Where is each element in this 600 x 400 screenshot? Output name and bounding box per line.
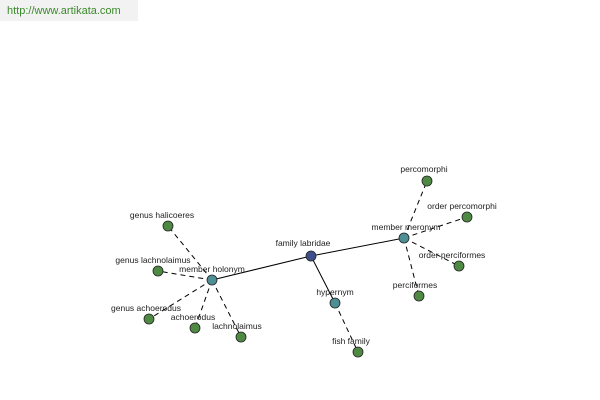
edge-holonym-lachnolaimus xyxy=(211,279,242,338)
label-member-meronym: member meronym xyxy=(372,222,441,232)
node-member-holonym[interactable] xyxy=(206,274,218,286)
label-genus-lachnolaimus: genus lachnolaimus xyxy=(115,255,190,265)
node-hypernym[interactable] xyxy=(329,297,341,309)
label-genus-achoerodus: genus achoerodus xyxy=(111,303,181,313)
label-percomorphi: percomorphi xyxy=(400,164,447,174)
edge-center-hypernym xyxy=(310,255,336,304)
label-member-holonym: member holonym xyxy=(179,264,245,274)
edge-center-holonym xyxy=(211,255,312,281)
node-member-meronym[interactable] xyxy=(398,232,410,244)
edge-holonym-lachnolaimus-genus xyxy=(157,270,213,281)
node-genus-achoerodus[interactable] xyxy=(143,313,155,325)
label-genus-halicoeres: genus halicoeres xyxy=(130,210,194,220)
node-genus-halicoeres[interactable] xyxy=(162,220,174,232)
url-link[interactable]: http://www.artikata.com xyxy=(7,5,121,17)
node-order-perciformes[interactable] xyxy=(453,260,465,272)
labels: family labridae member holonym member me… xyxy=(111,164,497,346)
label-lachnolaimus: lachnolaimus xyxy=(212,321,262,331)
edges xyxy=(148,180,468,353)
edge-hypernym-fish-family xyxy=(334,302,359,353)
node-achoerodus[interactable] xyxy=(189,322,201,334)
label-achoerodus: achoerodus xyxy=(171,312,215,322)
edge-meronym-percomorphi xyxy=(403,180,428,239)
node-order-percomorphi[interactable] xyxy=(461,211,473,223)
node-perciformes[interactable] xyxy=(413,290,425,302)
edge-meronym-order-perciformes xyxy=(403,237,460,267)
label-family-labridae: family labridae xyxy=(276,238,331,248)
edge-meronym-perciformes xyxy=(403,237,420,297)
label-order-percomorphi: order percomorphi xyxy=(427,201,497,211)
label-hypernym: hypernym xyxy=(316,287,353,297)
node-fish-family[interactable] xyxy=(352,346,364,358)
label-fish-family: fish family xyxy=(332,336,371,346)
edge-center-meronym xyxy=(310,237,405,257)
nodes xyxy=(143,175,473,358)
label-perciformes: perciformes xyxy=(393,280,437,290)
node-family-labridae[interactable] xyxy=(305,250,317,262)
node-lachnolaimus[interactable] xyxy=(235,331,247,343)
node-percomorphi[interactable] xyxy=(421,175,433,187)
label-order-perciformes: order perciformes xyxy=(419,250,486,260)
url-banner: http://www.artikata.com xyxy=(0,0,138,21)
node-genus-lachnolaimus[interactable] xyxy=(152,265,164,277)
edge-holonym-halicoeres xyxy=(167,225,213,281)
edge-meronym-order-percomorphi xyxy=(403,216,468,239)
edge-holonym-achoerodus-genus xyxy=(148,279,213,320)
